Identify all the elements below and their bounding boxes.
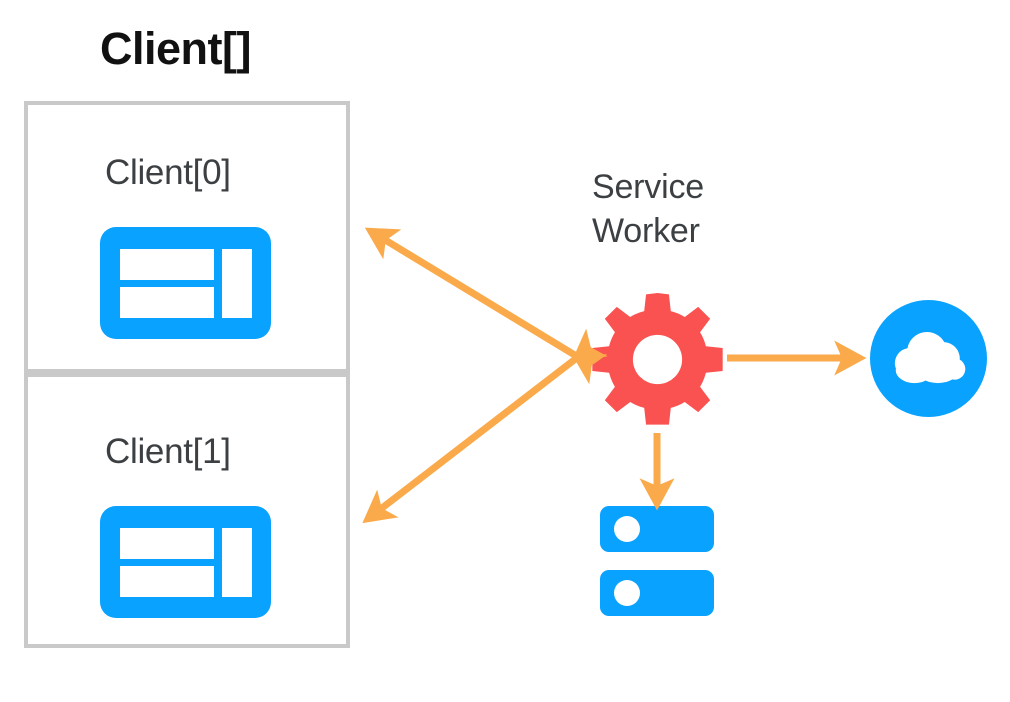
browser-pane-bottom-left bbox=[120, 566, 214, 597]
browser-window-icon bbox=[100, 227, 271, 339]
database-led-bottom bbox=[614, 580, 640, 606]
database-led-top bbox=[614, 516, 640, 542]
browser-pane-top-left bbox=[120, 249, 214, 280]
client-1-label: Client[1] bbox=[105, 432, 231, 471]
arrow-service-worker-client-0 bbox=[364, 227, 608, 385]
browser-pane-right bbox=[222, 528, 252, 597]
gear-icon bbox=[592, 293, 723, 425]
database-bar-top bbox=[600, 506, 714, 552]
service-worker-label: Service Worker bbox=[592, 168, 704, 250]
database-bar-bottom bbox=[600, 570, 714, 616]
database-icon bbox=[600, 506, 714, 616]
browser-pane-right bbox=[222, 249, 252, 318]
client-0-label: Client[0] bbox=[105, 153, 231, 192]
cloud-icon bbox=[870, 300, 987, 417]
browser-window-icon bbox=[100, 506, 271, 618]
browser-pane-top-left bbox=[120, 528, 214, 559]
arrow-service-worker-client-1 bbox=[362, 328, 608, 524]
page-title: Client[] bbox=[100, 23, 251, 74]
browser-pane-bottom-left bbox=[120, 287, 214, 318]
